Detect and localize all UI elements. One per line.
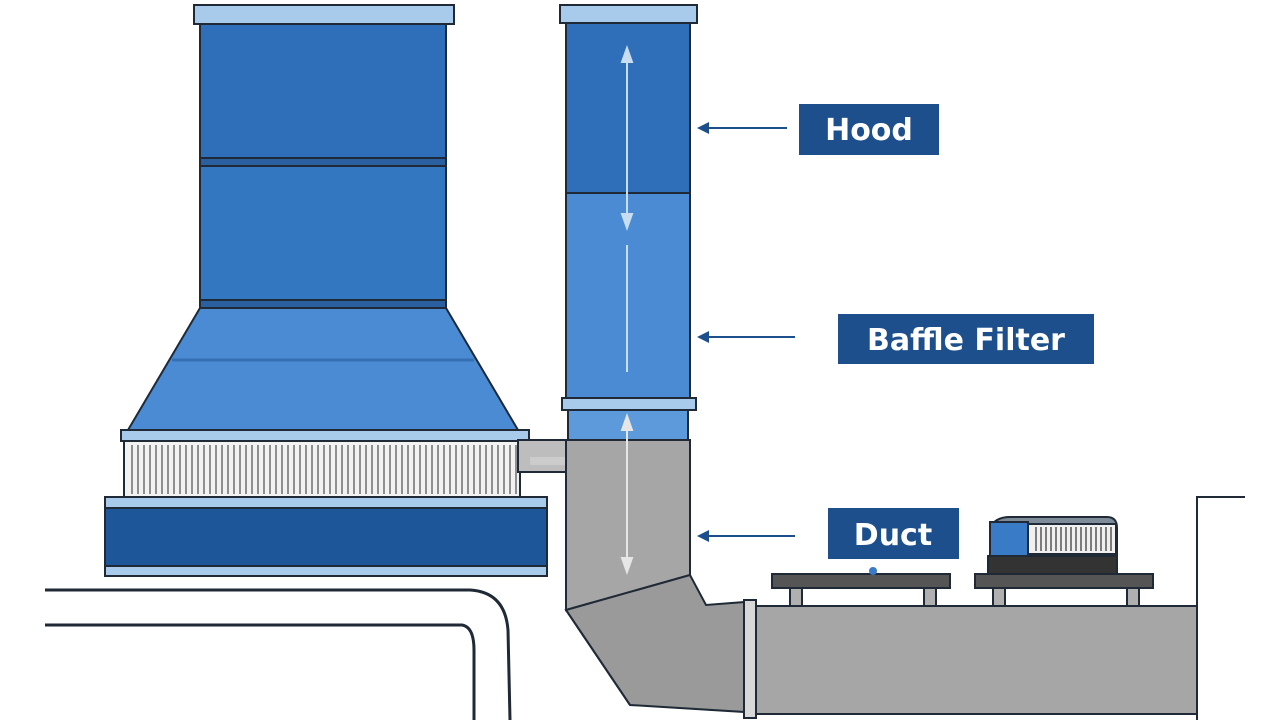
- hood-stack-seam-2: [199, 299, 447, 309]
- baffle-filter-slats: [131, 445, 517, 494]
- hood-canopy: [126, 307, 520, 431]
- baffle-filter-grille: [123, 440, 521, 498]
- label-duct-text: Duct: [854, 518, 932, 553]
- hood-lower-rim: [104, 496, 548, 509]
- floor-lines: [45, 588, 512, 721]
- hood-top-cap: [193, 4, 455, 25]
- fan-grille-slats: [1035, 527, 1112, 551]
- vertical-duct: [559, 4, 746, 714]
- hood-callout-arrow: [697, 122, 787, 134]
- hood-base: [104, 507, 548, 569]
- hood-assembly: [104, 4, 548, 577]
- label-duct: Duct: [828, 508, 959, 559]
- horizontal-duct: [743, 599, 1198, 719]
- label-hood: Hood: [799, 104, 939, 155]
- duct-collar: [561, 397, 697, 411]
- duct-callout-arrow: [697, 530, 795, 542]
- label-baffle-filter-text: Baffle Filter: [867, 323, 1065, 358]
- filter-rim: [120, 429, 530, 442]
- label-hood-text: Hood: [825, 113, 913, 148]
- hood-base-rim: [104, 565, 548, 577]
- duct-flange: [743, 599, 757, 719]
- support-platform-left: [771, 567, 951, 607]
- hood-stack-upper: [199, 23, 447, 163]
- exhaust-fan-unit: [987, 516, 1118, 575]
- callout-lines: [697, 122, 795, 542]
- airflow-arrows: [620, 45, 634, 575]
- hood-stack-lower: [199, 165, 447, 307]
- label-baffle-filter: Baffle Filter: [838, 314, 1094, 364]
- horizontal-duct-body: [744, 605, 1198, 715]
- baffle-filter-callout-arrow: [697, 331, 795, 343]
- right-wall: [1196, 496, 1245, 720]
- duct-top-cap: [559, 4, 698, 24]
- support-platform-right: [974, 573, 1154, 607]
- hood-stack-seam: [199, 157, 447, 167]
